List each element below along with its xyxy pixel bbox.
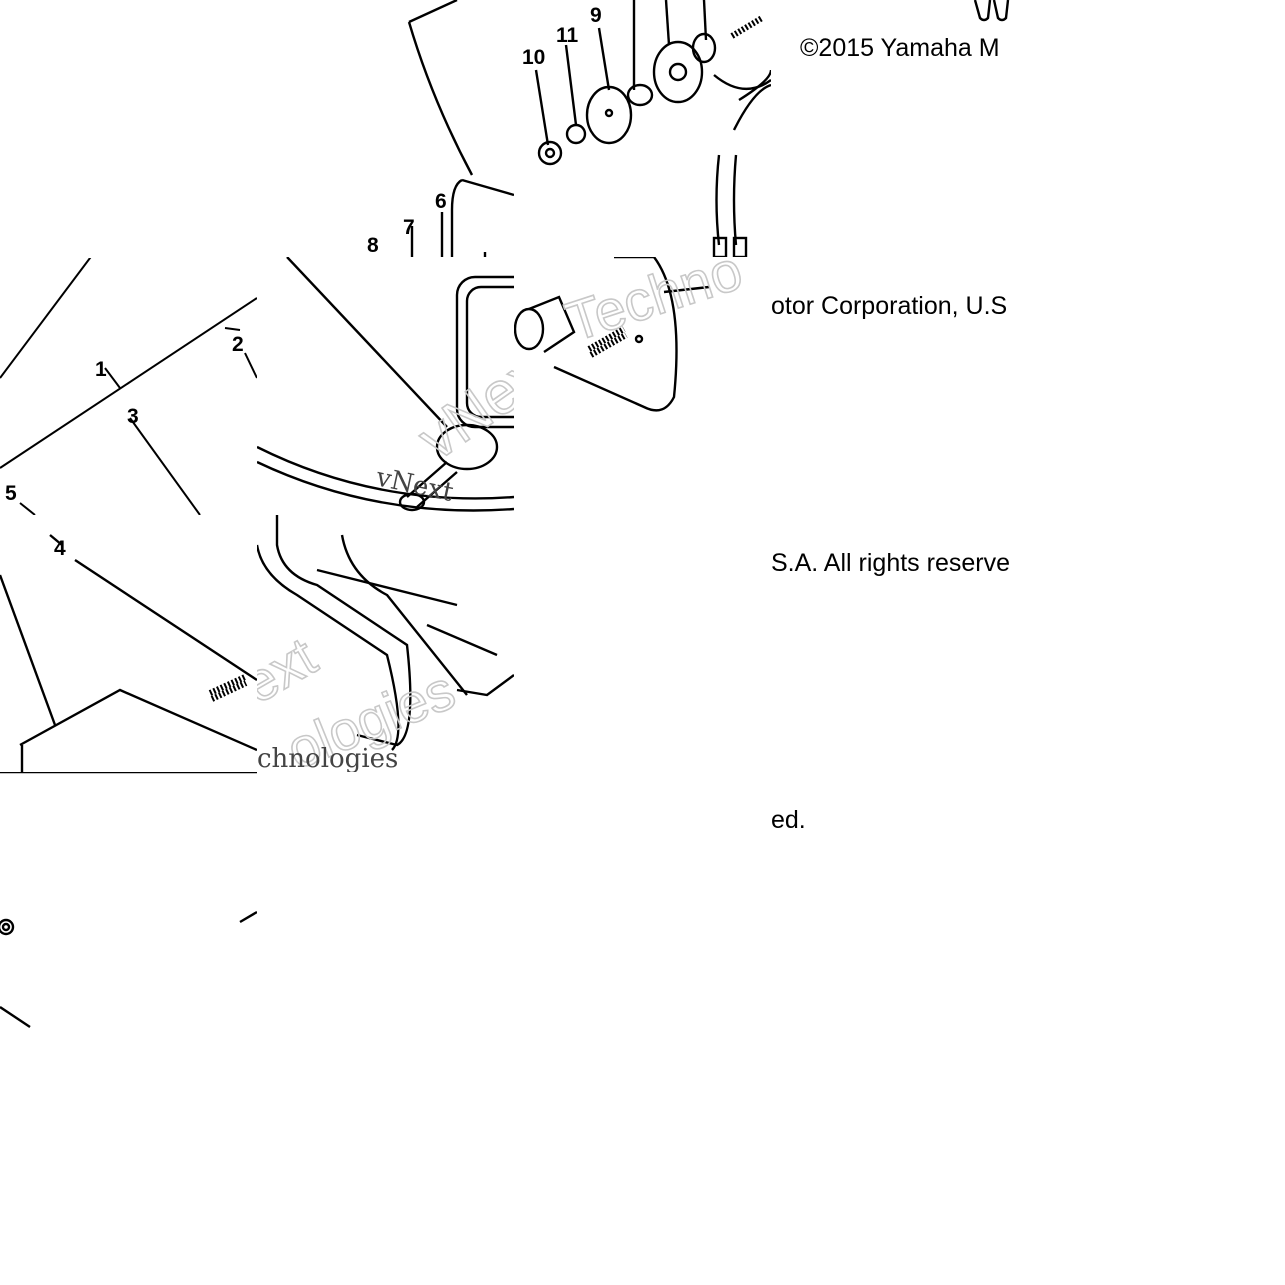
- grommet-icon: [652, 40, 704, 104]
- bulb-icon: [398, 423, 499, 512]
- callout-3: 3: [127, 405, 139, 428]
- svg-text:chnologies: chnologies: [257, 744, 398, 772]
- lamp-body-upper-drawing: 6 7 8: [367, 0, 514, 257]
- lamp-housing-upper-drawing: 1 2 3 5: [0, 258, 257, 515]
- fastener-hardware-drawing: 9 10 11: [522, 0, 771, 257]
- diagram-tile-left-bottom: [0, 772, 257, 1029]
- copyright-line-2: otor Corporation, U.S: [771, 292, 1008, 320]
- callout-8: 8: [367, 234, 379, 257]
- copyright-line-4: ed.: [771, 806, 806, 834]
- callout-1: 1: [95, 358, 107, 381]
- fastener-fragment-icon: [973, 0, 1010, 22]
- diagram-tile-center-middle: vNext vNext: [257, 257, 514, 515]
- diagram-tile-left-middle: 4: [0, 515, 257, 772]
- watermark: vNext vNext: [373, 329, 514, 508]
- socket-icon: [514, 295, 576, 353]
- ring-icon: [691, 32, 717, 64]
- lock-washer-icon: [565, 123, 587, 145]
- callout-2: 2: [232, 333, 244, 356]
- diagram-tile-left-top: 1 2 3 5: [0, 258, 257, 515]
- bulb-and-gasket-drawing: vNext vNext: [257, 257, 514, 512]
- nut-icon: [537, 140, 563, 166]
- washer-icon: [585, 85, 633, 145]
- diagram-tile-right-middle: Techno: [514, 257, 771, 514]
- diagram-tile-center-bottom: ext ologies chnologies ologies: [257, 515, 514, 772]
- callout-10: 10: [522, 46, 545, 69]
- callout-7: 7: [403, 216, 415, 239]
- watermark: ext ologies chnologies ologies: [257, 624, 464, 772]
- copyright-line-1: ©2015 Yamaha M: [800, 34, 1000, 62]
- watermark: Techno: [558, 257, 749, 353]
- callout-4: 4: [54, 537, 66, 560]
- gasket-lower-drawing: ext ologies chnologies ologies: [257, 515, 514, 772]
- tile-edge-mask: [1028, 0, 1285, 1285]
- callout-5: 5: [5, 482, 17, 505]
- callout-9: 9: [590, 4, 602, 27]
- lamp-lens-lower-drawing: [0, 772, 257, 1028]
- collar-icon: [626, 83, 654, 107]
- diagram-tile-right-top: 9 10 11: [514, 0, 771, 257]
- socket-bracket-drawing: Techno: [514, 257, 750, 412]
- diagram-tile-center-top: 6 7 8: [257, 0, 514, 257]
- lamp-lens-drawing: 4: [0, 534, 257, 772]
- svg-text:ext: ext: [257, 625, 327, 715]
- callout-6: 6: [435, 190, 447, 213]
- copyright-line-3: S.A. All rights reserve: [771, 549, 1010, 577]
- callout-11: 11: [556, 24, 579, 47]
